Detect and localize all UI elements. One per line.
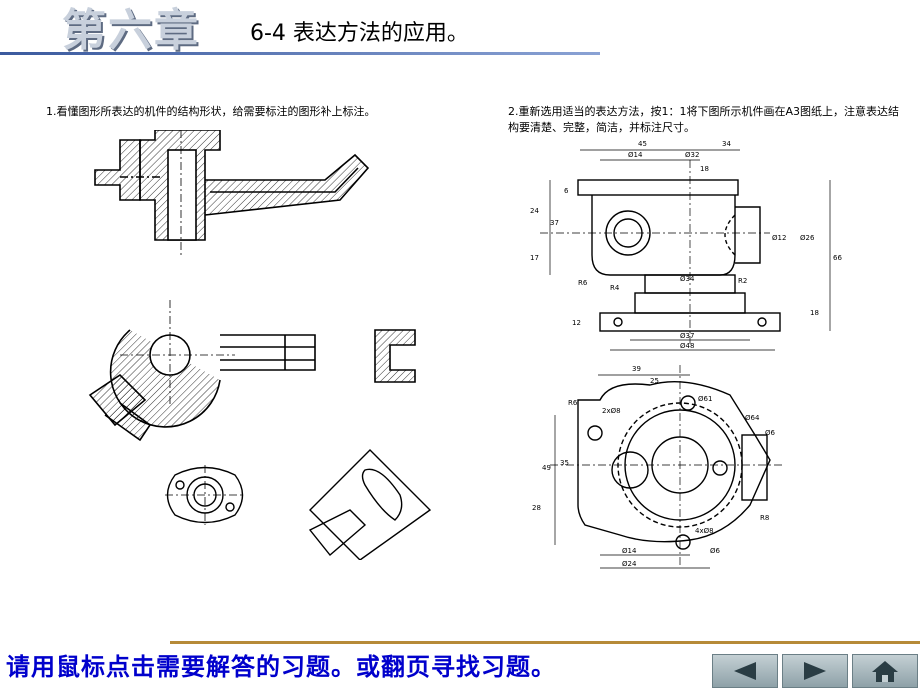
- svg-text:Ø6: Ø6: [710, 547, 721, 555]
- svg-text:R2: R2: [738, 277, 747, 285]
- header-rule: [0, 52, 600, 55]
- chapter-title: 第六章: [62, 5, 200, 56]
- svg-text:R4: R4: [610, 284, 620, 292]
- svg-text:Ø32: Ø32: [685, 151, 699, 159]
- svg-text:Ø26: Ø26: [800, 234, 815, 242]
- oval-flange-view: [165, 465, 245, 525]
- exercise2-drawings[interactable]: 45 34 Ø32 Ø14 18 6 37 24 17 Ø12 Ø26 66 R…: [510, 135, 870, 580]
- svg-text:4xØ8: 4xØ8: [695, 527, 714, 535]
- svg-text:R6: R6: [568, 399, 578, 407]
- top-view: [550, 365, 785, 569]
- flange-partial-view: [88, 300, 316, 442]
- next-arrow-icon: [804, 662, 826, 680]
- svg-text:R8: R8: [760, 514, 769, 522]
- next-page-button[interactable]: [782, 654, 848, 688]
- svg-text:66: 66: [833, 254, 842, 262]
- prev-arrow-icon: [734, 662, 756, 680]
- exercise1-instruction[interactable]: 1.看懂图形所表达的机件的结构形状，给需要标注的图形补上标注。: [46, 105, 376, 118]
- pipe-section-view: [94, 130, 370, 255]
- svg-text:34: 34: [722, 140, 731, 148]
- svg-text:39: 39: [632, 365, 641, 373]
- footer-rule: [170, 641, 920, 644]
- svg-text:35: 35: [560, 459, 569, 467]
- svg-text:Ø37: Ø37: [680, 332, 694, 340]
- svg-text:Ø24: Ø24: [622, 560, 637, 568]
- svg-text:12: 12: [572, 319, 581, 327]
- svg-text:17: 17: [530, 254, 539, 262]
- prev-page-button[interactable]: [712, 654, 778, 688]
- svg-text:R6: R6: [578, 279, 588, 287]
- svg-text:18: 18: [700, 165, 709, 173]
- inclined-view: [308, 449, 432, 560]
- exercise2-instruction[interactable]: 2.重新选用适当的表达方法，按1：1将下图所示机件画在A3图纸上，注意表达结构要…: [508, 105, 900, 134]
- svg-text:Ø64: Ø64: [745, 414, 760, 422]
- svg-text:28: 28: [532, 504, 541, 512]
- svg-text:Ø61: Ø61: [698, 395, 712, 403]
- home-button[interactable]: [852, 654, 918, 688]
- svg-text:Ø14: Ø14: [622, 547, 637, 555]
- exercise1-drawings[interactable]: [60, 130, 460, 560]
- svg-text:37: 37: [550, 219, 559, 227]
- svg-text:Ø48: Ø48: [680, 342, 694, 350]
- svg-text:25: 25: [650, 377, 659, 385]
- front-view: [540, 149, 831, 351]
- svg-text:2xØ8: 2xØ8: [602, 407, 621, 415]
- svg-text:Ø6: Ø6: [765, 429, 776, 437]
- svg-text:49: 49: [542, 464, 551, 472]
- channel-section: [374, 329, 416, 383]
- svg-text:18: 18: [810, 309, 819, 317]
- footer-prompt: 请用鼠标点击需要解答的习题。或翻页寻找习题。: [6, 653, 556, 681]
- svg-text:6: 6: [564, 187, 569, 195]
- svg-text:45: 45: [638, 140, 647, 148]
- svg-text:Ø12: Ø12: [772, 234, 786, 242]
- svg-text:24: 24: [530, 207, 539, 215]
- section-title: 6-4 表达方法的应用。: [250, 21, 469, 46]
- home-icon: [872, 661, 898, 682]
- svg-text:Ø34: Ø34: [680, 275, 695, 283]
- svg-text:Ø14: Ø14: [628, 151, 643, 159]
